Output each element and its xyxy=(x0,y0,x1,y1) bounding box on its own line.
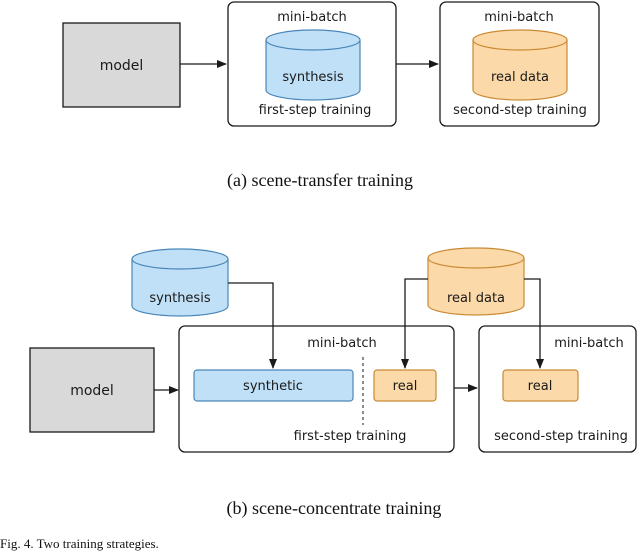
panel-b-model: model xyxy=(29,347,155,433)
panel-b-model-label: model xyxy=(70,383,114,399)
figure-caption: Fig. 4. Two training strategies. xyxy=(0,536,159,551)
panel-a-caption: (a) scene-transfer training xyxy=(227,170,413,191)
panel-a-minibatch-2: mini-batch real data second-step trainin… xyxy=(439,1,600,127)
panel-a-real-data-label: real data xyxy=(491,70,549,85)
panel-b-real-block-2 xyxy=(502,369,579,402)
panel-b-first-step-label: first-step training xyxy=(294,429,407,444)
panel-b-synthesis-label: synthesis xyxy=(149,291,210,306)
panel-b-minibatch-1: mini-batch synthetic real first-step tra… xyxy=(178,325,455,453)
panel-b-minibatch-1-title: mini-batch xyxy=(307,336,377,351)
panel-b-minibatch-2-title: mini-batch xyxy=(554,336,624,351)
panel-b-caption: (b) scene-concentrate training xyxy=(227,498,442,519)
panel-b-arrow-synthesis-to-synthetic xyxy=(228,282,277,369)
panel-a-synthesis-cylinder xyxy=(265,29,361,101)
panel-b-arrow-realdata-to-real-1 xyxy=(401,278,428,369)
panel-a-second-step-label: second-step training xyxy=(453,103,587,118)
panel-b-synthesis-cylinder xyxy=(131,248,229,317)
panel-b-arrow-realdata-to-real-2 xyxy=(524,278,544,369)
panel-a-model-box xyxy=(62,22,181,108)
panel-b-model-box xyxy=(29,347,155,433)
panel-a-minibatch-1: mini-batch synthesis first-step training xyxy=(227,1,397,127)
panel-a-minibatch-1-title: mini-batch xyxy=(277,10,347,25)
panel-b-real-label-2: real xyxy=(528,379,553,394)
panel-b-real-label-1: real xyxy=(393,379,418,394)
panel-a-model-label: model xyxy=(100,58,144,74)
panel-b-minibatch-2: mini-batch real second-step training xyxy=(478,325,637,453)
panel-b-real-block-1 xyxy=(373,369,437,402)
panel-b-synthetic-block xyxy=(193,369,354,402)
panel-a-model: model xyxy=(62,22,181,108)
panel-a: model mini-batch synthesis first-step tr… xyxy=(62,1,600,191)
panel-a-real-data-cylinder xyxy=(472,29,568,101)
panel-b-real-data-cylinder xyxy=(427,247,525,316)
panel-b-second-step-label: second-step training xyxy=(494,429,628,444)
panel-b: synthesis real data model mini-batch syn… xyxy=(29,247,637,519)
panel-a-first-step-label: first-step training xyxy=(259,103,372,118)
panel-b-real-data-label: real data xyxy=(447,291,505,306)
panel-a-synthesis-label: synthesis xyxy=(282,70,343,85)
panel-a-minibatch-2-title: mini-batch xyxy=(484,10,554,25)
panel-b-synthetic-label: synthetic xyxy=(243,379,303,394)
